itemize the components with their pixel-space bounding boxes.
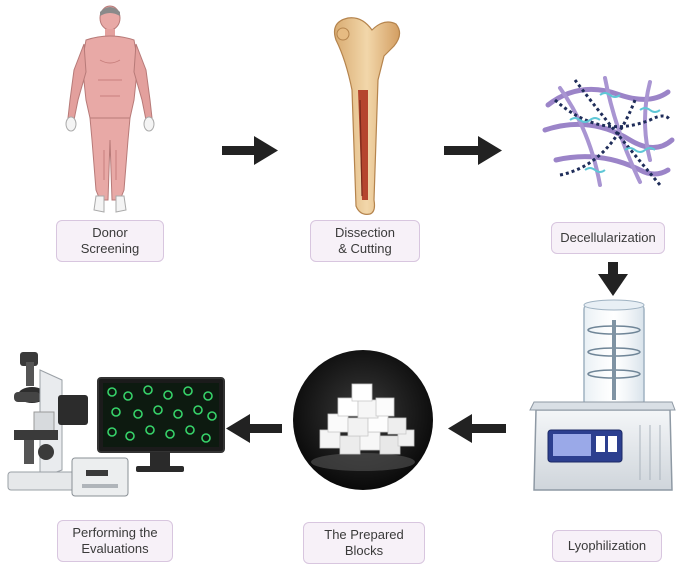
label-prepared-blocks: The Prepared Blocks bbox=[303, 522, 425, 564]
label-text: The Prepared Blocks bbox=[324, 527, 404, 558]
label-text: Donor Screening bbox=[80, 225, 140, 256]
freeze-dryer-icon bbox=[529, 299, 676, 491]
arrow-blocks-to-eval bbox=[226, 414, 282, 443]
arrow-decell-to-lyo bbox=[598, 262, 628, 296]
label-text: Dissection & Cutting bbox=[335, 225, 395, 256]
label-lyophilization: Lyophilization bbox=[552, 530, 662, 562]
label-text: Decellularization bbox=[560, 230, 656, 245]
arrow-dissection-to-decell bbox=[444, 136, 502, 165]
human-body-icon bbox=[65, 5, 155, 213]
label-dissection-cutting: Dissection & Cutting bbox=[310, 220, 420, 262]
label-performing-evaluations: Performing the Evaluations bbox=[57, 520, 173, 562]
arrow-lyo-to-blocks bbox=[448, 414, 506, 443]
arrows bbox=[222, 136, 628, 443]
microscope-icon bbox=[7, 352, 129, 497]
label-donor-screening: Donor Screening bbox=[56, 220, 164, 262]
arrow-donor-to-dissection bbox=[222, 136, 278, 165]
monitor-icon bbox=[97, 377, 225, 472]
femur-bone-icon bbox=[333, 17, 401, 215]
fiber-network-icon bbox=[542, 76, 675, 187]
label-text: Lyophilization bbox=[567, 538, 647, 553]
label-decellularization: Decellularization bbox=[551, 222, 665, 254]
sugar-cube-blocks-icon bbox=[293, 350, 433, 490]
label-text: Performing the Evaluations bbox=[72, 525, 158, 556]
